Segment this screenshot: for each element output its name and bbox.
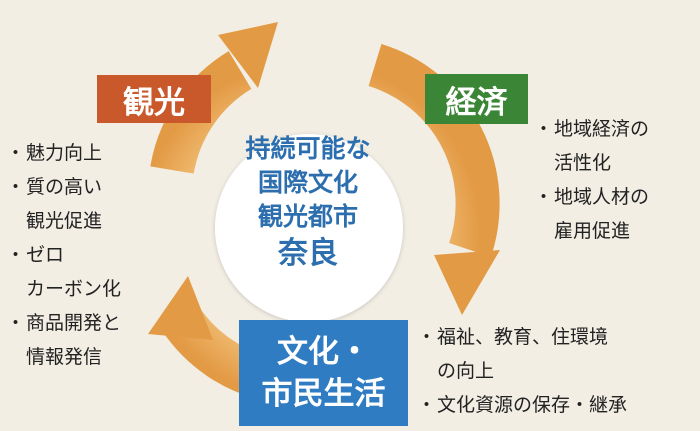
kanko-item-4-line2: 情報発信 [26, 346, 103, 368]
kanko-list-item: 質の高い 観光促進 [6, 170, 166, 238]
kanko-label-box: 観光 [97, 75, 211, 123]
kanko-list-item: 魅力向上 [6, 136, 166, 170]
bunka-list-item: 福祉、教育、住環境 の向上 [417, 320, 700, 388]
keizai-label: 経済 [445, 84, 508, 121]
kanko-item-3-line1: ゼロ [26, 244, 65, 266]
center-title-line3: 観光都市 [257, 202, 358, 231]
cycle-arrow-right [368, 43, 500, 315]
keizai-item-2-line1: 地域人材の [554, 186, 650, 208]
bunka-label-line1: 文化・ [277, 334, 370, 370]
kanko-label: 観光 [123, 84, 185, 121]
kanko-item-2-line1: 質の高い [26, 176, 103, 198]
kanko-list: 魅力向上 質の高い 観光促進 ゼロ カーボン化 商品開発と 情報発信 [6, 136, 166, 374]
center-title-line2: 国際文化 [257, 168, 358, 197]
bunka-list: 福祉、教育、住環境 の向上 文化資源の保存・継承 [417, 320, 700, 422]
keizai-list-item: 地域経済の 活性化 [534, 112, 700, 180]
keizai-item-2-line2: 雇用促進 [554, 220, 631, 242]
keizai-item-1-line1: 地域経済の [554, 118, 650, 140]
bunka-label-box: 文化・ 市民生活 [239, 320, 408, 426]
center-title-line1: 持続可能な [245, 134, 371, 163]
kanko-list-item: ゼロ カーボン化 [6, 238, 166, 306]
kanko-list-item: 商品開発と 情報発信 [6, 306, 166, 374]
bunka-list-item: 文化資源の保存・継承 [417, 388, 700, 422]
kanko-item-3-line2: カーボン化 [26, 278, 122, 300]
keizai-list-item: 地域人材の 雇用促進 [534, 180, 700, 248]
bunka-item-1-line2: の向上 [437, 360, 495, 382]
kanko-item-2-line2: 観光促進 [26, 210, 103, 232]
keizai-label-box: 経済 [425, 74, 528, 124]
keizai-item-1-line2: 活性化 [554, 152, 612, 174]
kanko-item-1-line1: 魅力向上 [26, 142, 103, 164]
center-circle [215, 134, 403, 322]
bunka-label-line2: 市民生活 [261, 376, 386, 412]
center-title: 持続可能な 国際文化 観光都市 奈良 [218, 132, 398, 274]
bunka-item-2-line1: 文化資源の保存・継承 [437, 394, 628, 416]
kanko-item-4-line1: 商品開発と [26, 312, 122, 334]
center-title-line4: 奈良 [278, 236, 338, 271]
bunka-item-1-line1: 福祉、教育、住環境 [437, 326, 609, 348]
keizai-list: 地域経済の 活性化 地域人材の 雇用促進 [534, 112, 700, 248]
